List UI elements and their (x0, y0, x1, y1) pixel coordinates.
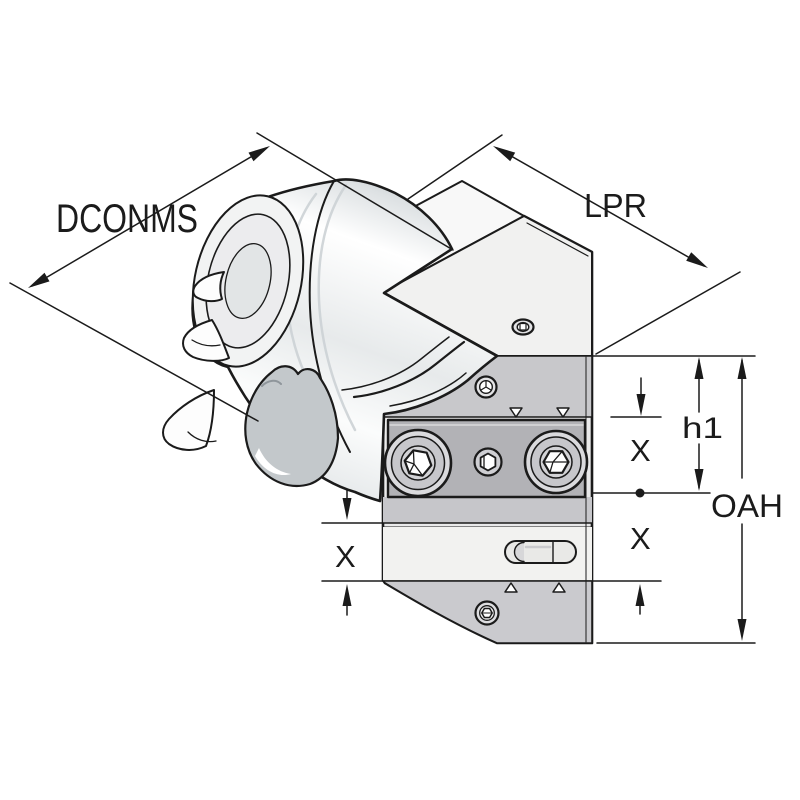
label-oah: OAH (711, 488, 783, 524)
label-h1: h1 (682, 412, 723, 445)
label-lpr: LPR (584, 187, 647, 224)
hsk-shank (162, 178, 499, 503)
groove-arc (341, 336, 450, 391)
arrowhead-icon (686, 252, 708, 268)
roof-chamfer-line (526, 222, 589, 257)
arrowhead-icon (694, 469, 704, 491)
dimension-oah (737, 357, 747, 641)
slot-detail-line (191, 339, 221, 347)
shank-back-face (191, 194, 305, 368)
arrowhead-icon (28, 272, 50, 288)
dimension-line (496, 147, 705, 267)
triangle-down-icon (556, 407, 570, 418)
clamp-screw-middle (473, 447, 503, 477)
arrowhead-icon (694, 357, 704, 379)
drive-slot (192, 271, 225, 303)
roof-screw (511, 318, 535, 336)
reference-dot (635, 488, 645, 498)
drive-slots (162, 271, 230, 451)
dimension-x-upper-right (636, 377, 646, 416)
extension-line (9, 282, 259, 422)
seat-marker-triangles (504, 407, 570, 593)
arrowhead-icon (248, 146, 270, 162)
dimension-x-lower-right (635, 584, 645, 615)
arrowhead-icon (635, 584, 645, 606)
recess-highlight (255, 448, 291, 476)
arrowhead-icon (737, 357, 747, 379)
arrowhead-icon (493, 146, 516, 162)
dimensions (9, 132, 756, 644)
flange-rim-arc (389, 372, 467, 407)
taper-ring (317, 183, 357, 432)
label-x-lower-right: X (630, 521, 651, 556)
dimension-labels: DCONMS LPR h1 OAH X X X (56, 187, 783, 574)
step-face-screw (474, 375, 498, 399)
mid-band (383, 497, 592, 523)
arrowhead-icon (737, 619, 747, 641)
triangle-up-icon (552, 582, 566, 593)
triangle-down-icon (509, 407, 523, 418)
dimension-dconms (9, 132, 454, 422)
insert-slot (504, 540, 577, 564)
arrowhead-icon (342, 498, 352, 520)
label-dconms: DCONMS (56, 197, 198, 241)
dimension-lpr (407, 134, 741, 355)
dimension-h1 (694, 357, 704, 491)
lug-detail-line (187, 431, 217, 443)
label-x-left: X (335, 539, 356, 574)
triangle-up-icon (504, 582, 518, 593)
dimension-x-left (342, 488, 352, 616)
clamp-screw-right (523, 429, 589, 495)
label-x-upper-right: X (630, 433, 651, 468)
arrowhead-icon (636, 394, 646, 416)
extension-line (407, 134, 503, 200)
dimension-line (31, 147, 267, 287)
recess-detail (261, 379, 282, 387)
bottom-band-screw (474, 600, 500, 626)
clamp-screw-left (383, 428, 453, 498)
drive-lug (162, 389, 215, 451)
clamp-recess-window (244, 365, 340, 488)
arrowhead-icon (342, 584, 352, 606)
drive-slot (182, 319, 230, 362)
extension-line (595, 271, 741, 355)
groove-arc (352, 340, 466, 399)
extension-line (256, 132, 454, 251)
